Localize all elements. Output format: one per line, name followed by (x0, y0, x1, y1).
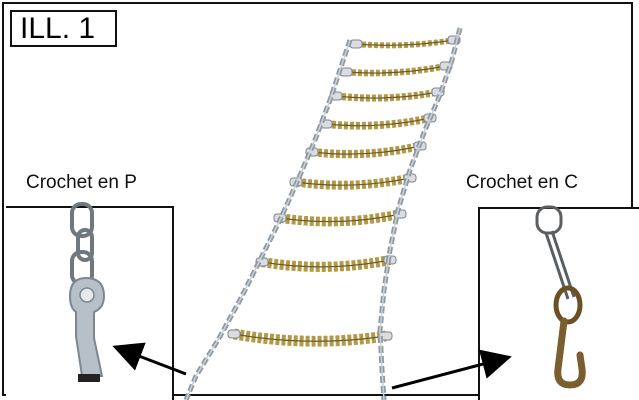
p-hook-caption: Crochet en P (26, 172, 137, 193)
chain-rung-core (345, 65, 447, 74)
chain-rung-core (279, 213, 401, 223)
chain-connector-link (227, 329, 241, 339)
chain-rung-core (311, 145, 421, 155)
arrow-to-c-hook (391, 349, 512, 390)
chain-left-rail-highlight (185, 39, 351, 400)
p-hook-shape (68, 276, 106, 382)
c-hook-image (535, 205, 586, 389)
chain-rung-core (355, 39, 455, 46)
arrow-to-p-hook (112, 342, 187, 376)
chain-rung-core (325, 117, 431, 127)
illustration-label: ILL. 1 (10, 10, 117, 47)
illustration-frame (2, 2, 633, 396)
chain-rung-core (295, 177, 411, 186)
chain-right-rail-highlight (379, 27, 461, 400)
p-hook-image (68, 202, 106, 382)
c-hook-shape (553, 285, 586, 389)
c-hook-caption: Crochet en C (466, 172, 578, 193)
chain-rung-core (233, 333, 387, 342)
chain-rung-core (335, 91, 439, 99)
chain-rung-core (261, 259, 391, 268)
tire-chain (183, 27, 463, 400)
p-hook-inset (6, 202, 174, 400)
